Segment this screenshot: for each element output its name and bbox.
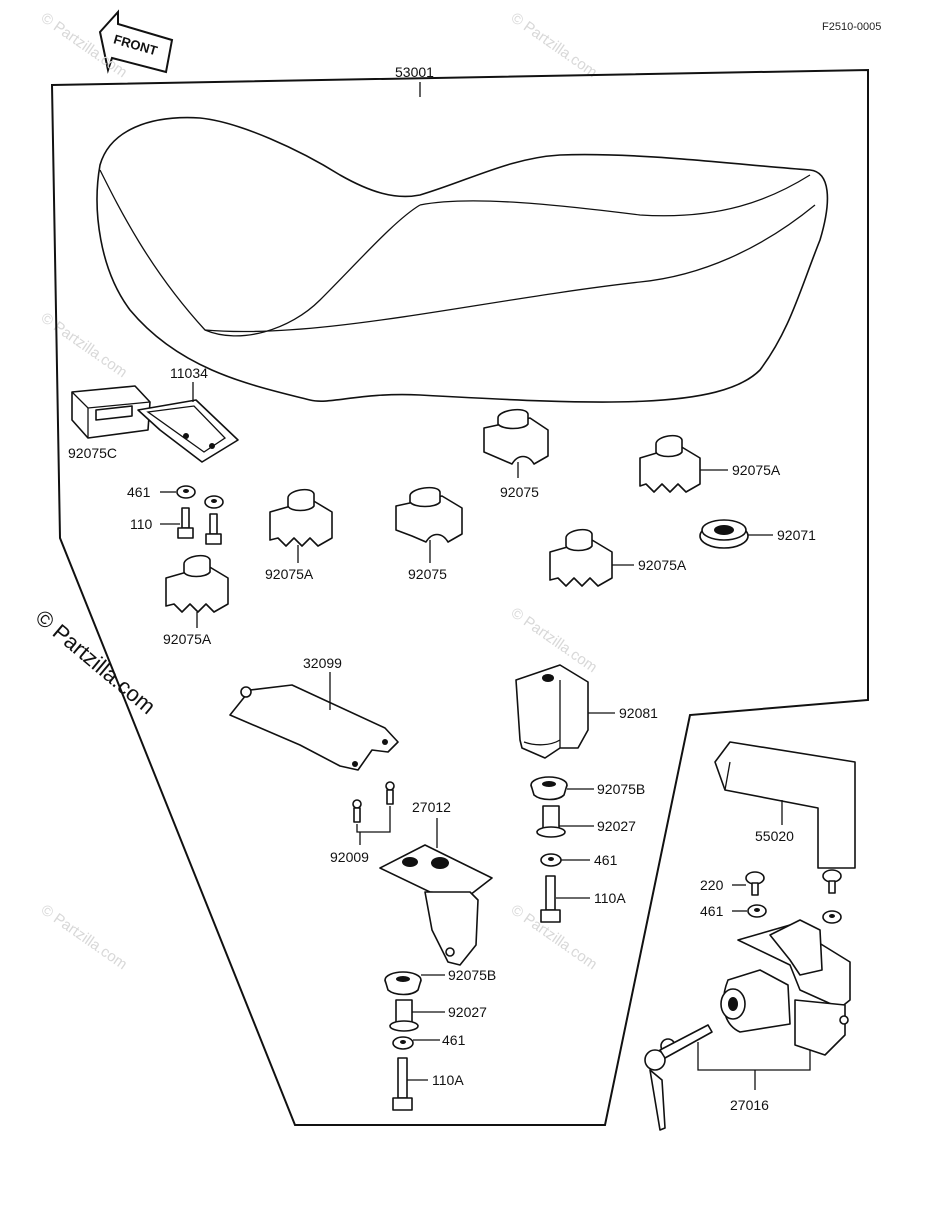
damper-92075B-b [384, 971, 422, 996]
grommet-92071 [699, 519, 749, 549]
damper-92075-b [483, 408, 549, 465]
front-arrow-icon: FRONT [98, 9, 174, 74]
part-label-55020: 55020 [755, 828, 794, 844]
damper-92075A-d [165, 554, 229, 613]
screw-220 [745, 869, 842, 896]
plate-32099 [229, 684, 399, 771]
collar-92027-b [389, 999, 419, 1032]
seat-53001 [96, 116, 829, 403]
part-label-220: 220 [700, 877, 724, 893]
part-label-92071: 92071 [777, 527, 816, 543]
part-label-92075: 92075 [408, 566, 447, 582]
part-label-110A-b: 110A [432, 1072, 464, 1088]
part-label-92075B-b: 92075B [448, 967, 496, 983]
part-label-27016: 27016 [730, 1097, 769, 1113]
part-label-32099: 32099 [303, 655, 342, 671]
part-label-92075-b: 92075 [500, 484, 539, 500]
part-label-461-a: 461 [594, 852, 618, 868]
part-label-92075A-b: 92075A [732, 462, 781, 478]
bolt-110A-a [540, 875, 561, 923]
collar-92027-a [536, 805, 566, 838]
part-label-92081: 92081 [619, 705, 658, 721]
watermark: © Partzilla.com [38, 901, 131, 973]
part-label-27012: 27012 [412, 799, 451, 815]
damper-92075B-a [530, 776, 568, 801]
part-label-92075B-a: 92075B [597, 781, 645, 797]
leader-line [697, 1042, 811, 1071]
watermark: © Partzilla.com [38, 309, 131, 381]
nut-461-left [176, 485, 224, 509]
cover-55020 [714, 741, 856, 869]
part-label-92075C: 92075C [68, 445, 117, 461]
part-label-92009: 92009 [330, 849, 369, 865]
bolt-110-left [177, 507, 222, 545]
hinge-27012 [379, 844, 493, 966]
part-label-11034: 11034 [170, 365, 208, 381]
screw-92009 [352, 781, 395, 823]
part-label-53001: 53001 [395, 64, 434, 80]
side-watermark: © Partzilla.com [31, 605, 161, 719]
part-label-92075A-c: 92075A [638, 557, 687, 573]
part-label-461-b: 461 [442, 1032, 466, 1048]
nut-461-a [540, 853, 562, 867]
damper-92075A-a [269, 488, 333, 547]
bolt-110A-b [392, 1057, 413, 1111]
nut-461-b [392, 1036, 414, 1050]
part-label-92027-a: 92027 [597, 818, 636, 834]
leader-line [356, 806, 391, 833]
part-label-461-c: 461 [700, 903, 724, 919]
diagram-ref-code: F2510-0005 [822, 21, 881, 33]
part-label-461: 461 [127, 484, 151, 500]
part-label-92027-b: 92027 [448, 1004, 487, 1020]
key-icon [644, 1024, 713, 1131]
part-label-92075A-d: 92075A [163, 631, 212, 647]
assembly-outline [50, 68, 869, 1126]
watermark: © Partzilla.com [508, 604, 601, 676]
seat-lock-27016 [720, 919, 851, 1056]
damper-92075A-c [549, 528, 613, 587]
damper-92075A-b [639, 434, 701, 493]
hook-bracket-11034 [137, 399, 239, 463]
watermark: © Partzilla.com [508, 9, 601, 81]
bracket-92081 [515, 664, 589, 759]
part-label-110: 110 [130, 516, 153, 532]
nut-461-c [747, 904, 842, 924]
cover-92075C [71, 385, 151, 439]
part-label-92075A: 92075A [265, 566, 314, 582]
part-label-110A-a: 110A [594, 890, 626, 906]
damper-92075-a [395, 486, 463, 543]
